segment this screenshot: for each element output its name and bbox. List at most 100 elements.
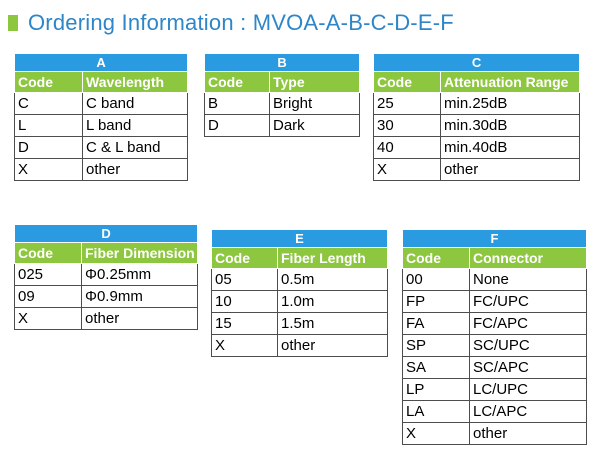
value-cell: Dark xyxy=(268,114,361,137)
code-cell: D xyxy=(204,114,270,137)
code-cell: 025 xyxy=(14,263,82,286)
code-cell: LP xyxy=(402,378,470,401)
code-cell: 00 xyxy=(402,268,470,291)
column-header: Code xyxy=(402,247,470,269)
code-cell: D xyxy=(14,136,83,159)
column-header: Code xyxy=(373,71,441,93)
code-cell: 40 xyxy=(373,136,441,159)
code-cell: X xyxy=(373,158,441,181)
code-cell: L xyxy=(14,114,83,137)
value-cell: min.30dB xyxy=(439,114,581,137)
value-cell: FC/APC xyxy=(468,312,588,335)
code-cell: FA xyxy=(402,312,470,335)
value-cell: Φ0.9mm xyxy=(80,285,199,308)
value-cell: SC/APC xyxy=(468,356,588,379)
column-header: Fiber Length xyxy=(276,247,389,269)
value-cell: other xyxy=(80,307,199,330)
value-cell: min.40dB xyxy=(439,136,581,159)
column-header: Code xyxy=(204,71,270,93)
value-cell: 1.0m xyxy=(276,290,389,313)
code-cell: SP xyxy=(402,334,470,357)
page-title-row: Ordering Information : MVOA-A-B-C-D-E-F xyxy=(8,10,454,36)
code-cell: 25 xyxy=(373,92,441,115)
title-accent-square xyxy=(8,15,18,31)
column-header: Code xyxy=(14,242,82,264)
code-cell: X xyxy=(14,158,83,181)
code-cell: 05 xyxy=(211,268,278,291)
table-title: C xyxy=(372,53,581,72)
value-cell: other xyxy=(439,158,581,181)
value-cell: other xyxy=(276,334,389,357)
value-cell: 0.5m xyxy=(276,268,389,291)
code-cell: B xyxy=(204,92,270,115)
code-cell: X xyxy=(14,307,82,330)
code-cell: SA xyxy=(402,356,470,379)
column-header: Fiber Dimension xyxy=(80,242,199,264)
code-cell: C xyxy=(14,92,83,115)
value-cell: min.25dB xyxy=(439,92,581,115)
table-title: F xyxy=(401,229,588,248)
value-cell: L band xyxy=(81,114,189,137)
value-cell: other xyxy=(468,422,588,445)
column-header: Wavelength xyxy=(81,71,189,93)
value-cell: LC/UPC xyxy=(468,378,588,401)
table-title: E xyxy=(210,229,389,248)
value-cell: Bright xyxy=(268,92,361,115)
column-header: Code xyxy=(211,247,278,269)
column-header: Type xyxy=(268,71,361,93)
table-title: A xyxy=(13,53,189,72)
code-cell: 09 xyxy=(14,285,82,308)
value-cell: LC/APC xyxy=(468,400,588,423)
code-cell: X xyxy=(402,422,470,445)
value-cell: other xyxy=(81,158,189,181)
code-cell: 30 xyxy=(373,114,441,137)
code-cell: 10 xyxy=(211,290,278,313)
code-cell: LA xyxy=(402,400,470,423)
code-cell: 15 xyxy=(211,312,278,335)
column-header: Connector xyxy=(468,247,588,269)
table-title: B xyxy=(203,53,361,72)
value-cell: Φ0.25mm xyxy=(80,263,199,286)
value-cell: C & L band xyxy=(81,136,189,159)
value-cell: None xyxy=(468,268,588,291)
value-cell: C band xyxy=(81,92,189,115)
code-cell: X xyxy=(211,334,278,357)
value-cell: FC/UPC xyxy=(468,290,588,313)
value-cell: 1.5m xyxy=(276,312,389,335)
code-cell: FP xyxy=(402,290,470,313)
table-title: D xyxy=(13,224,199,243)
column-header: Attenuation Range xyxy=(439,71,581,93)
value-cell: SC/UPC xyxy=(468,334,588,357)
page-title: Ordering Information : MVOA-A-B-C-D-E-F xyxy=(28,10,454,35)
